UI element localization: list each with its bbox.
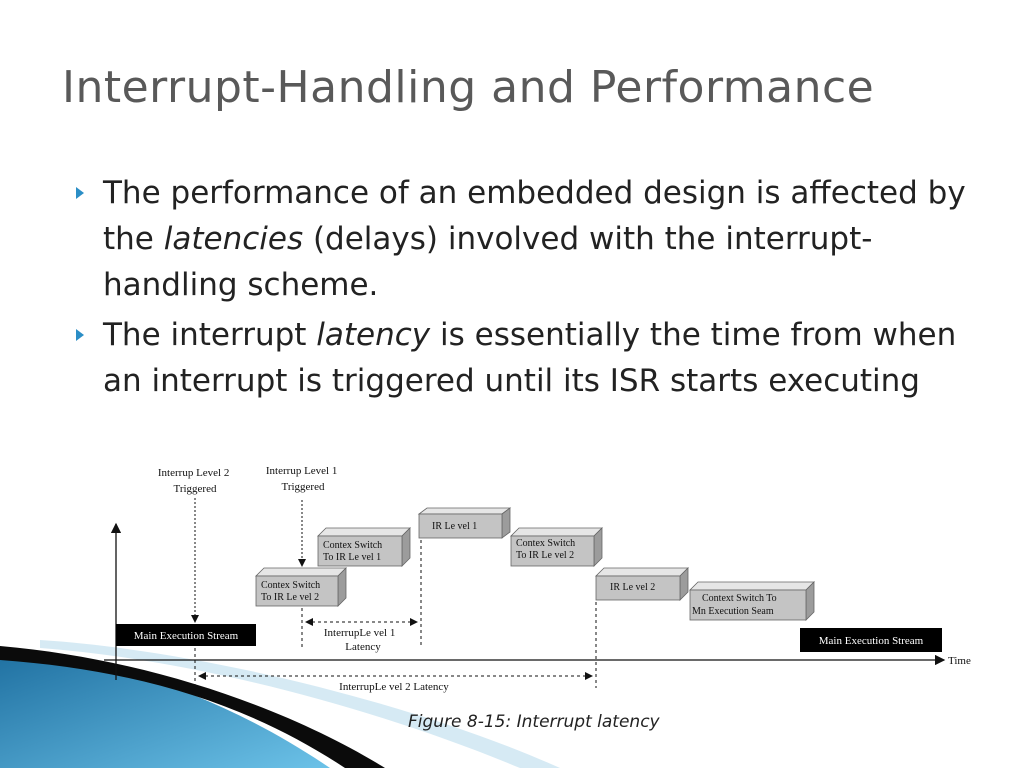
main-stream-left-label: Main Execution Stream [134, 630, 239, 642]
bullet-emphasis: latency [316, 317, 431, 353]
level2-latency-label: InterrupLe vel 2 Latency [339, 681, 449, 693]
main-stream-left [116, 624, 256, 646]
bullet-item: The interrupt latency is essentially the… [76, 312, 976, 404]
svg-text:IR Le vel 1: IR Le vel 1 [432, 521, 477, 532]
main-stream-right-label: Main Execution Stream [819, 635, 924, 647]
block-context-switch-back-isr2: Contex Switch To IR Le vel 2 [510, 527, 603, 567]
bullet-text: is essentially the time from when an int… [103, 317, 957, 399]
svg-text:Contex Switch To IR L: Contex Switch To IR Le vel 2 [261, 580, 323, 603]
trigger-level2-label: Interrup Level 2 Triggered [158, 467, 232, 495]
bullet-emphasis: latencies [163, 221, 304, 257]
block-isr-level2: IR Le vel 2 [595, 567, 689, 601]
svg-text:Contex Switch To IR L: Contex Switch To IR Le vel 1 [323, 540, 385, 563]
bullet-text: The interrupt [103, 317, 317, 353]
level1-latency-label: InterrupLe vel 1 Latency [324, 627, 398, 653]
triangle-right-icon [76, 187, 84, 199]
svg-text:Context Switch To M: Context Switch To Mn Execution Seam [692, 593, 779, 617]
slide-title: Interrupt-Handling and Performance [62, 62, 875, 113]
main-stream-right [800, 628, 942, 652]
figure-caption: Figure 8-15: Interrupt latency [408, 712, 660, 732]
bullet-text: The performance of an embedded design is… [103, 175, 966, 257]
trigger-level1-label: Interrup Level 1 Triggered [266, 465, 340, 493]
block-isr-level1: IR Le vel 1 [417, 507, 512, 539]
time-label: Time [948, 655, 971, 667]
bullet-list: The performance of an embedded design is… [76, 170, 976, 408]
bullet-item: The performance of an embedded design is… [76, 170, 976, 308]
svg-text:IR Le vel 2: IR Le vel 2 [610, 582, 655, 593]
block-context-switch-to-isr1: Contex Switch To IR Le vel 1 [317, 527, 411, 567]
svg-text:Contex Switch To IR L: Contex Switch To IR Le vel 2 [516, 538, 578, 561]
bullet-text: (delays) involved with the interrupt-han… [103, 221, 873, 303]
triangle-right-icon [76, 329, 84, 341]
block-context-switch-to-isr2: Contex Switch To IR Le vel 2 [255, 567, 347, 607]
block-context-switch-to-main: Context Switch To Mn Execution Seam [689, 581, 815, 621]
